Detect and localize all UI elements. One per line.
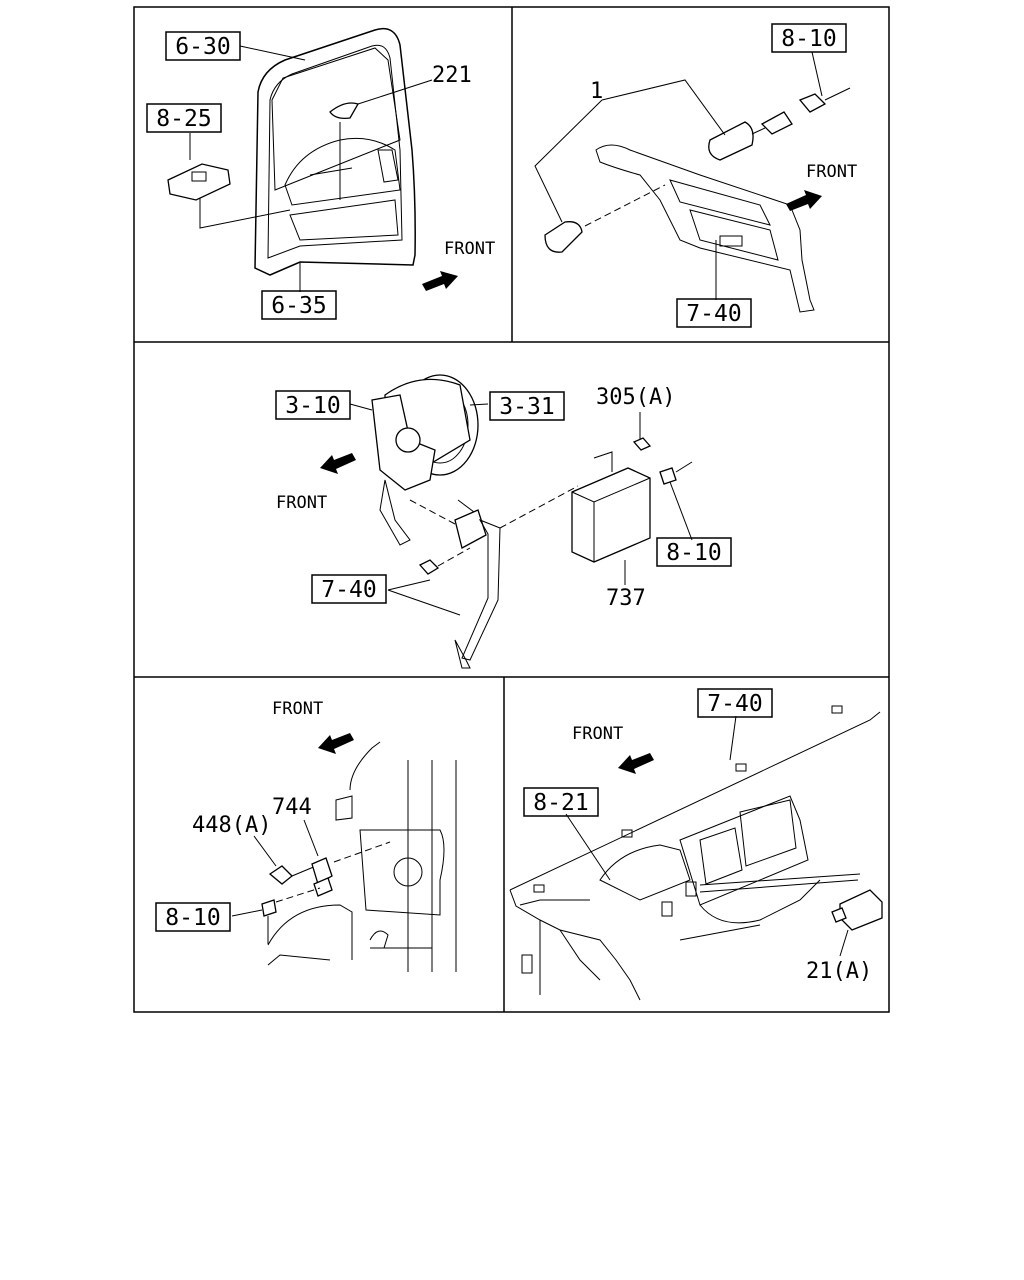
part-number: 305(A) (596, 385, 675, 410)
ref-box: 6-30 (175, 34, 230, 60)
ref-box-frame (656, 537, 732, 567)
reference-boxes: 6-30 8-25 6-35 8-10 7-40 3-31 3-10 8-10 … (146, 23, 847, 932)
ref-box-frame (771, 23, 847, 53)
part-number: 448(A) (192, 813, 271, 838)
front-label: FRONT (444, 239, 495, 259)
ref-box: 3-10 (285, 393, 340, 419)
part-number: 21(A) (806, 959, 872, 984)
ref-box-frame (311, 574, 387, 604)
ref-box-frame (155, 902, 231, 932)
ref-box: 8-10 (165, 905, 220, 931)
part-number: 744 (272, 795, 312, 820)
ref-box: 8-10 (666, 540, 721, 566)
part-number: 1 (590, 79, 603, 104)
panel-pedal (320, 374, 693, 669)
ref-box: 3-31 (499, 394, 554, 420)
front-label: FRONT (572, 724, 623, 744)
front-direction-labels: FRONT FRONT FRONT FRONT FRONT (272, 162, 857, 744)
part-numbers: 221 1 305(A) 737 744 448(A) 21(A) (192, 63, 872, 984)
ref-box-frame (165, 31, 241, 61)
part-number: 221 (432, 63, 472, 88)
diagram-frame (133, 6, 890, 1013)
part-number: 737 (606, 586, 646, 611)
panel-door (167, 27, 458, 292)
front-label: FRONT (276, 493, 327, 513)
ref-box: 7-40 (686, 301, 741, 327)
panel-dash (509, 705, 883, 1001)
front-label: FRONT (806, 162, 857, 182)
ref-box: 7-40 (321, 577, 376, 603)
ref-box: 8-21 (533, 790, 588, 816)
ref-box-frame (676, 298, 752, 328)
ref-box: 7-40 (707, 691, 762, 717)
ref-box: 8-10 (781, 26, 836, 52)
ref-box-frame (697, 688, 773, 718)
ref-box-frame (489, 391, 565, 421)
ref-box-frame (275, 390, 351, 420)
front-label: FRONT (272, 699, 323, 719)
ref-box-frame (261, 290, 337, 320)
ref-box: 8-25 (156, 106, 211, 132)
panel-trim (534, 51, 851, 313)
panel-sensor (231, 733, 457, 972)
ref-box-frame (523, 787, 599, 817)
ref-box: 6-35 (271, 293, 326, 319)
ref-box-frame (146, 103, 222, 133)
